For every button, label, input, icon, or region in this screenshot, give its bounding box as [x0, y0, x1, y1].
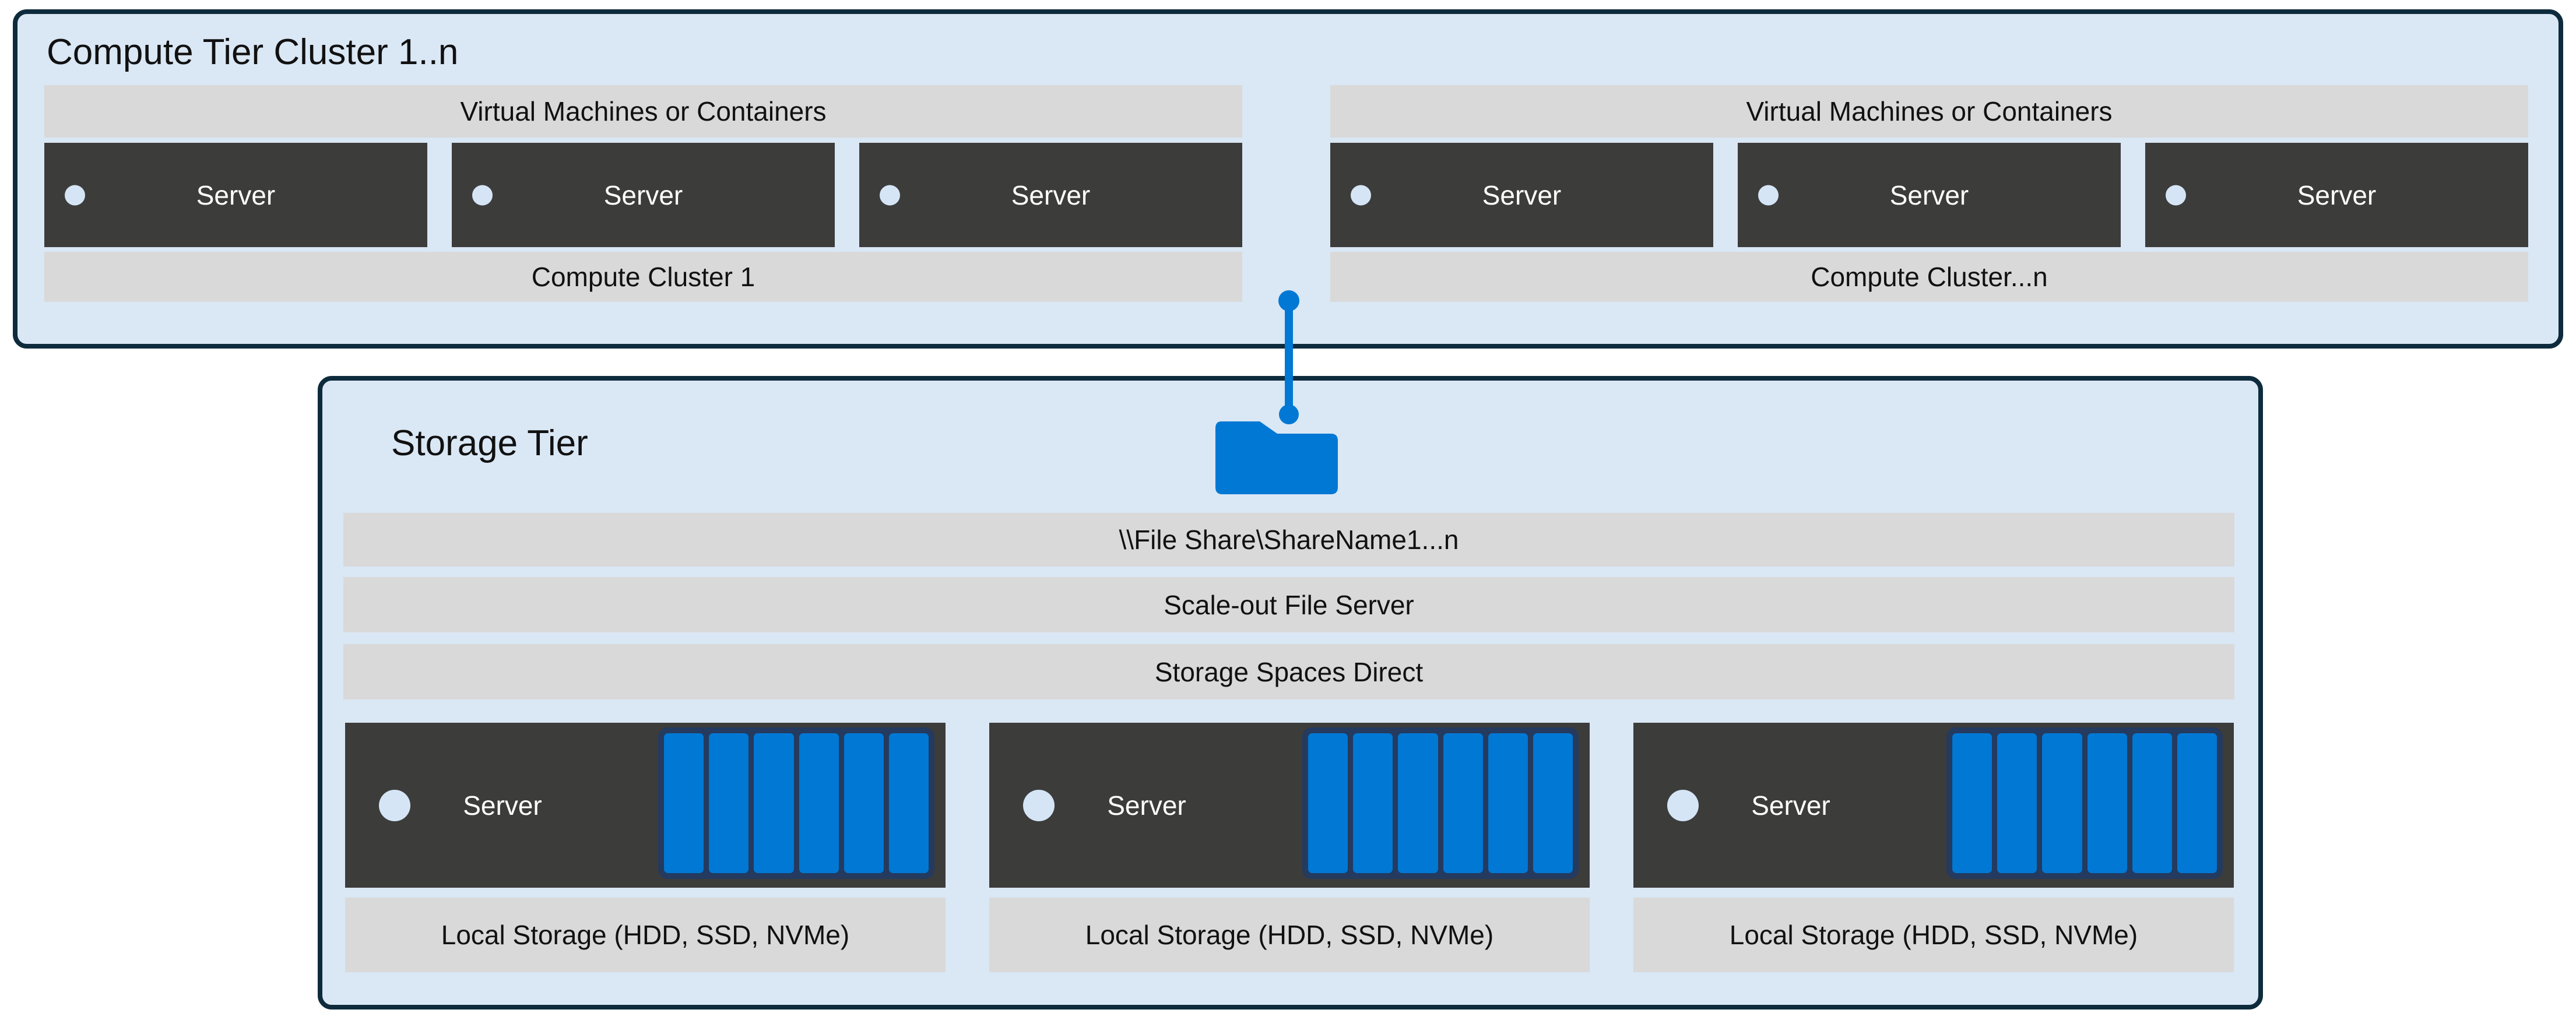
disk-bar-icon: [1997, 733, 2037, 873]
compute-cluster-1: Virtual Machines or Containers Server Se…: [44, 85, 1242, 302]
storage-server: Server: [1633, 723, 2234, 888]
compute-server: Server: [1738, 143, 2121, 247]
server-label: Server: [196, 180, 276, 210]
led-dot-icon: [2166, 185, 2186, 205]
disk-bar-icon: [1443, 733, 1483, 873]
local-storage-bar: Local Storage (HDD, SSD, NVMe): [989, 898, 1590, 972]
disk-bar-icon: [664, 733, 704, 873]
disk-bar-icon: [1353, 733, 1393, 873]
led-dot-icon: [880, 185, 900, 205]
connector-dot-bottom: [1279, 405, 1299, 424]
server-label: Server: [1889, 180, 1969, 210]
led-dot-icon: [65, 185, 85, 205]
led-dot-icon: [1758, 185, 1779, 205]
compute-cluster-footer-bar: Compute Cluster...n: [1330, 252, 2528, 302]
led-dot-icon: [1351, 185, 1371, 205]
led-dot-icon: [1023, 789, 1055, 821]
scale-out-file-server-bar: Scale-out File Server: [343, 577, 2234, 632]
disk-bar-icon: [2132, 733, 2172, 873]
disk-bar-icon: [754, 733, 794, 873]
folder-icon: [1215, 421, 1338, 494]
disk-bar-icon: [1533, 733, 1573, 873]
server-label: Server: [1107, 790, 1186, 821]
disk-bar-icon: [1952, 733, 1992, 873]
led-dot-icon: [379, 789, 410, 821]
connector-dot-top: [1278, 290, 1299, 311]
disk-bar-icon: [799, 733, 839, 873]
disk-bar-icon: [888, 733, 929, 873]
compute-cluster-n: Virtual Machines or Containers Server Se…: [1330, 85, 2528, 302]
server-label: Server: [1751, 790, 1830, 821]
led-dot-icon: [1667, 789, 1699, 821]
server-label: Server: [2297, 180, 2377, 210]
vm-containers-bar: Virtual Machines or Containers: [1330, 85, 2528, 138]
disk-bar-icon: [709, 733, 749, 873]
disk-array-icon: [658, 727, 934, 879]
local-storage-bar: Local Storage (HDD, SSD, NVMe): [1633, 898, 2234, 972]
compute-server: Server: [859, 143, 1242, 247]
compute-tier-box: Compute Tier Cluster 1..n Virtual Machin…: [13, 9, 2563, 349]
compute-server: Server: [2145, 143, 2528, 247]
compute-tier-title: Compute Tier Cluster 1..n: [47, 32, 459, 72]
vm-containers-bar: Virtual Machines or Containers: [44, 85, 1242, 138]
storage-tier-title: Storage Tier: [391, 423, 588, 463]
server-label: Server: [463, 790, 542, 821]
local-storage-bar: Local Storage (HDD, SSD, NVMe): [345, 898, 946, 972]
disk-bar-icon: [1308, 733, 1348, 873]
compute-cluster-footer-bar: Compute Cluster 1: [44, 252, 1242, 302]
compute-server: Server: [44, 143, 427, 247]
compute-server: Server: [1330, 143, 1713, 247]
disk-array-icon: [1946, 727, 2223, 879]
storage-tier-box: Storage Tier \\File Share\ShareName1...n…: [318, 376, 2263, 1010]
disk-array-icon: [1302, 727, 1579, 879]
storage-server: Server: [989, 723, 1590, 888]
disk-bar-icon: [2177, 733, 2217, 873]
disk-bar-icon: [844, 733, 884, 873]
disk-bar-icon: [1398, 733, 1438, 873]
disk-bar-icon: [1488, 733, 1528, 873]
compute-server: Server: [452, 143, 835, 247]
connector-line: [1285, 301, 1293, 415]
storage-spaces-direct-bar: Storage Spaces Direct: [343, 644, 2234, 699]
disk-bar-icon: [2087, 733, 2127, 873]
file-share-bar: \\File Share\ShareName1...n: [343, 513, 2234, 567]
server-label: Server: [1011, 180, 1091, 210]
disk-bar-icon: [2042, 733, 2082, 873]
server-label: Server: [1482, 180, 1562, 210]
led-dot-icon: [472, 185, 493, 205]
server-label: Server: [603, 180, 683, 210]
storage-server: Server: [345, 723, 946, 888]
